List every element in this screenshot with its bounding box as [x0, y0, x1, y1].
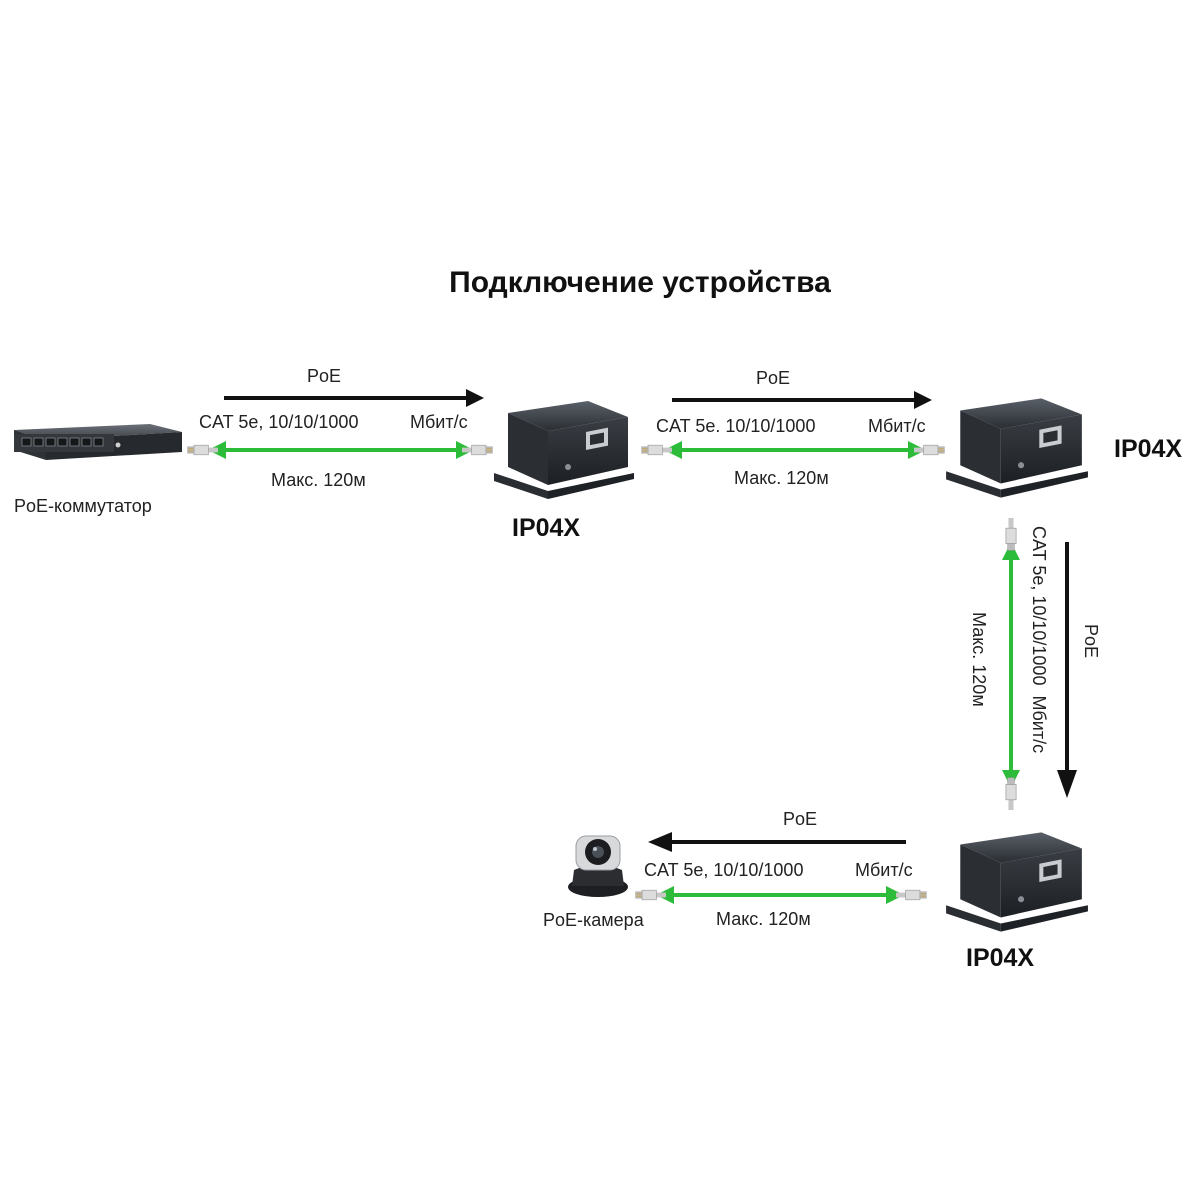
device-name-2: IP04X: [1114, 435, 1183, 463]
poe-label-3: PoE: [1081, 624, 1101, 659]
switch-label: PoE-коммутатор: [14, 496, 152, 516]
max-distance-1: Макс. 120м: [271, 470, 366, 490]
camera-label: PoE-камера: [543, 910, 644, 930]
cable-spec-2: CAT 5e. 10/10/1000: [656, 416, 816, 436]
max-distance-2: Макс. 120м: [734, 468, 829, 488]
link-ip04x-to-camera: [635, 832, 927, 904]
poe-label-4: PoE: [783, 809, 818, 829]
speed-unit-1: Мбит/с: [410, 412, 468, 432]
cable-spec-4: CAT 5e, 10/10/1000: [644, 860, 804, 880]
diagram-title: Подключение устройства: [449, 266, 831, 299]
speed-unit-4: Мбит/с: [855, 860, 913, 880]
max-distance-4: Макс. 120м: [716, 909, 811, 929]
ip04x-device-icon: [494, 401, 634, 499]
link-ip04x-to-ip04x: [641, 391, 945, 459]
device-name-1: IP04X: [512, 514, 581, 542]
ptz-camera-icon: [568, 835, 628, 897]
link-ip04x-vertical: [1002, 518, 1077, 810]
cable-spec-1: CAT 5e, 10/10/1000: [199, 412, 359, 432]
cable-spec-3: CAT 5e, 10/10/1000 Мбит/с: [1029, 526, 1049, 754]
poe-switch-icon: [14, 424, 182, 460]
device-name-3: IP04X: [966, 944, 1035, 972]
poe-label-2: PoE: [756, 368, 791, 388]
poe-label-1: PoE: [307, 366, 342, 386]
ip04x-device-icon: [946, 832, 1088, 932]
speed-unit-2: Мбит/с: [868, 416, 926, 436]
ip04x-device-icon: [946, 398, 1088, 498]
link-switch-to-ip04x: [187, 389, 493, 459]
max-distance-3: Макс. 120м: [969, 612, 989, 707]
